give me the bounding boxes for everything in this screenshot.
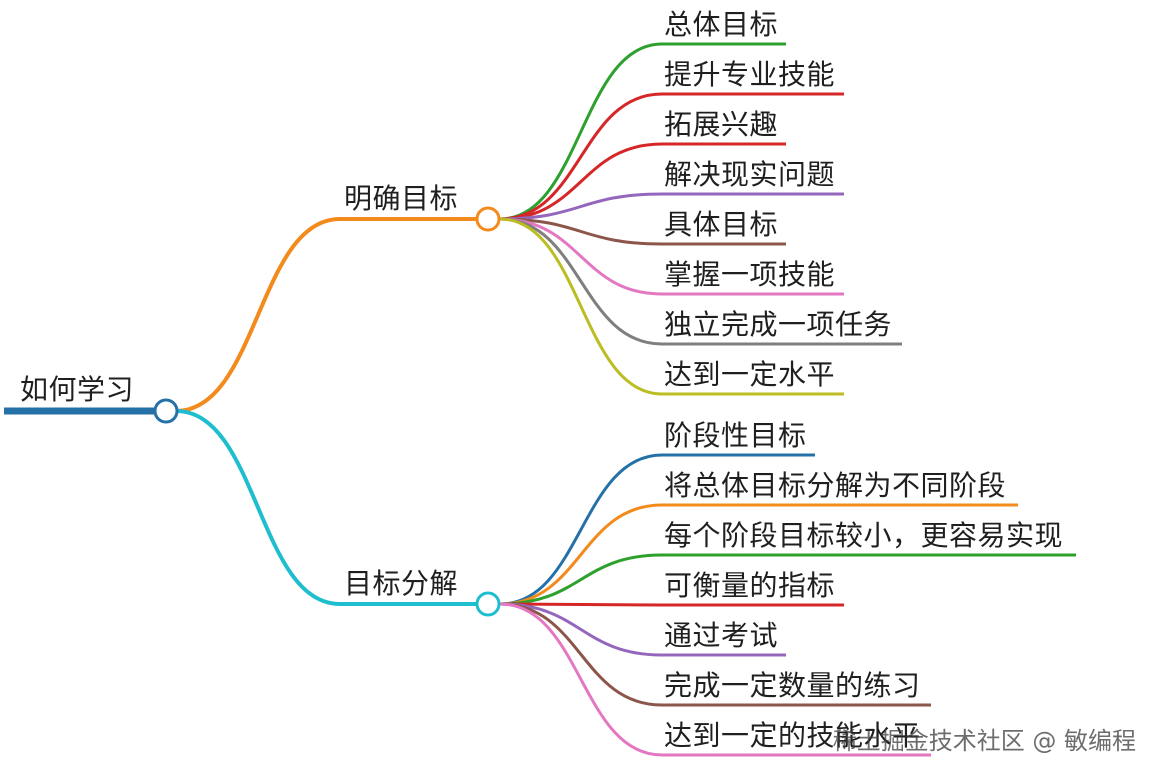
leaf-connector-1-5 bbox=[499, 602, 663, 707]
leaf-label-0-1: 提升专业技能 bbox=[664, 58, 836, 91]
leaf-label-0-6: 独立完成一项任务 bbox=[664, 308, 893, 341]
leaf-connector-0-7 bbox=[499, 217, 663, 396]
leaf-connector-0-3 bbox=[499, 192, 663, 221]
leaf-label-1-3: 可衡量的指标 bbox=[664, 569, 836, 602]
leaf-connector-0-4 bbox=[499, 217, 663, 246]
leaf-label-1-6: 达到一定的技能水平 bbox=[664, 719, 921, 752]
branch-node-circle-1 bbox=[475, 591, 501, 617]
leaf-label-1-5: 完成一定数量的练习 bbox=[664, 669, 921, 702]
leaf-label-0-4: 具体目标 bbox=[664, 208, 779, 241]
leaf-label-0-2: 拓展兴趣 bbox=[664, 108, 779, 141]
branch-node-circle-0 bbox=[475, 206, 501, 232]
root-node-circle bbox=[153, 398, 179, 424]
branch-label-1: 目标分解 bbox=[344, 567, 459, 600]
leaf-label-1-2: 每个阶段目标较小，更容易实现 bbox=[664, 519, 1064, 552]
leaf-connector-1-4 bbox=[499, 602, 663, 657]
leaf-connector-0-2 bbox=[499, 142, 663, 221]
leaf-label-1-0: 阶段性目标 bbox=[664, 419, 807, 452]
leaf-connector-0-1 bbox=[499, 92, 663, 221]
leaf-label-1-1: 将总体目标分解为不同阶段 bbox=[664, 469, 1007, 502]
branch-label-0: 明确目标 bbox=[344, 182, 459, 215]
leaf-connector-0-0 bbox=[499, 42, 663, 221]
leaf-connector-1-1 bbox=[499, 503, 663, 606]
leaf-connector-1-3 bbox=[499, 602, 663, 607]
leaf-connector-1-0 bbox=[499, 453, 663, 606]
branch-connector-0 bbox=[175, 217, 341, 413]
leaf-label-0-3: 解决现实问题 bbox=[664, 158, 836, 191]
leaf-connector-1-2 bbox=[499, 553, 663, 606]
leaf-connector-0-5 bbox=[499, 217, 663, 296]
branch-connector-1 bbox=[175, 409, 341, 606]
leaf-connector-0-6 bbox=[499, 217, 663, 346]
leaf-label-0-7: 达到一定水平 bbox=[664, 358, 836, 391]
leaf-connector-1-6 bbox=[499, 602, 663, 757]
leaf-label-0-5: 掌握一项技能 bbox=[664, 258, 836, 291]
root-node-label: 如何学习 bbox=[20, 373, 135, 406]
leaf-label-0-0: 总体目标 bbox=[664, 8, 779, 41]
leaf-label-1-4: 通过考试 bbox=[664, 619, 779, 652]
watermark: 稀土掘金技术社区 @ 敏编程 bbox=[832, 727, 1136, 755]
